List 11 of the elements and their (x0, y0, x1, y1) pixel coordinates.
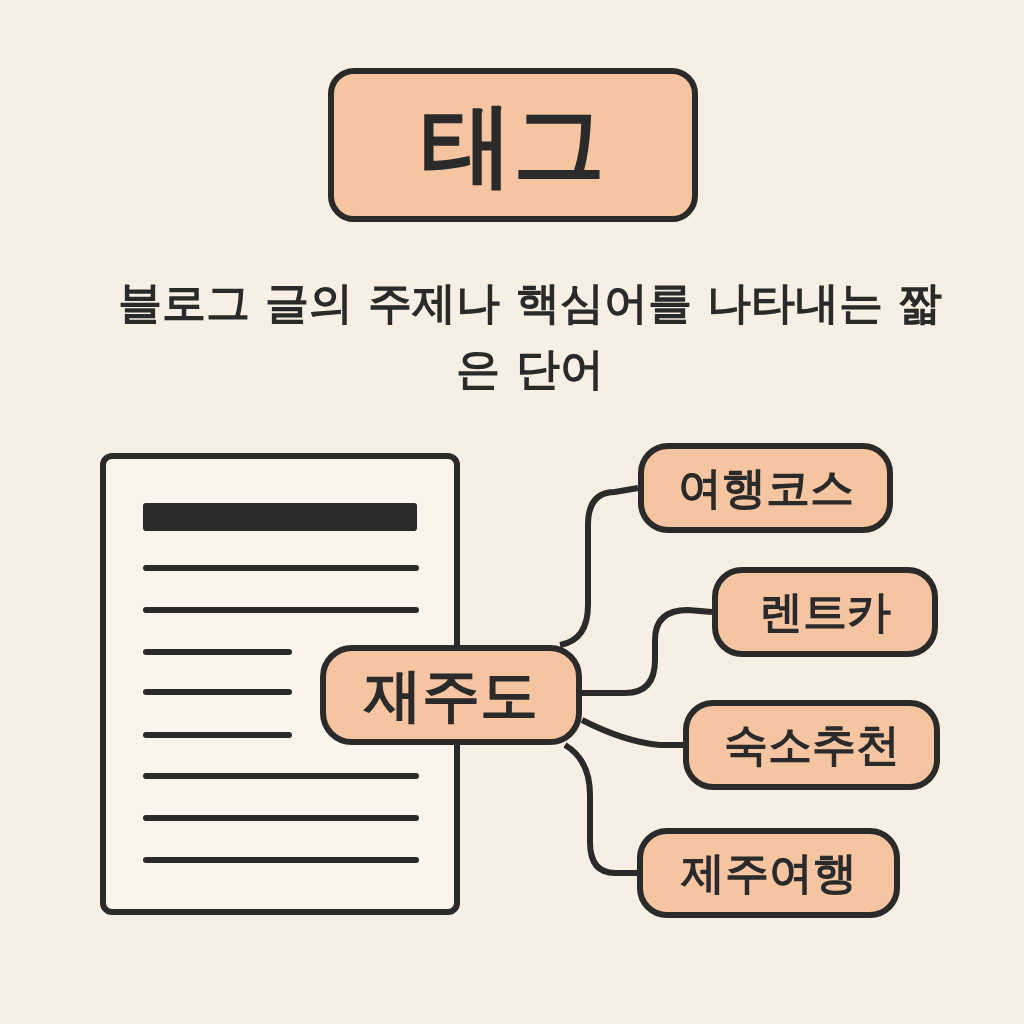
tag-box: 제주여행 (637, 828, 900, 918)
connector-line (580, 717, 683, 748)
tag-box: 여행코스 (638, 443, 893, 533)
tag-box: 렌트카 (712, 567, 938, 657)
connector-line (559, 485, 639, 648)
tag-box: 재주도 (320, 645, 582, 745)
connector-line (563, 742, 637, 876)
tag-box: 숙소추천 (683, 700, 940, 790)
description-text: 블로그 글의 주제나 핵심어를 나타내는 짧은 단어 (116, 276, 944, 396)
connector-line (582, 607, 713, 696)
title-box: 태그 (328, 68, 698, 222)
